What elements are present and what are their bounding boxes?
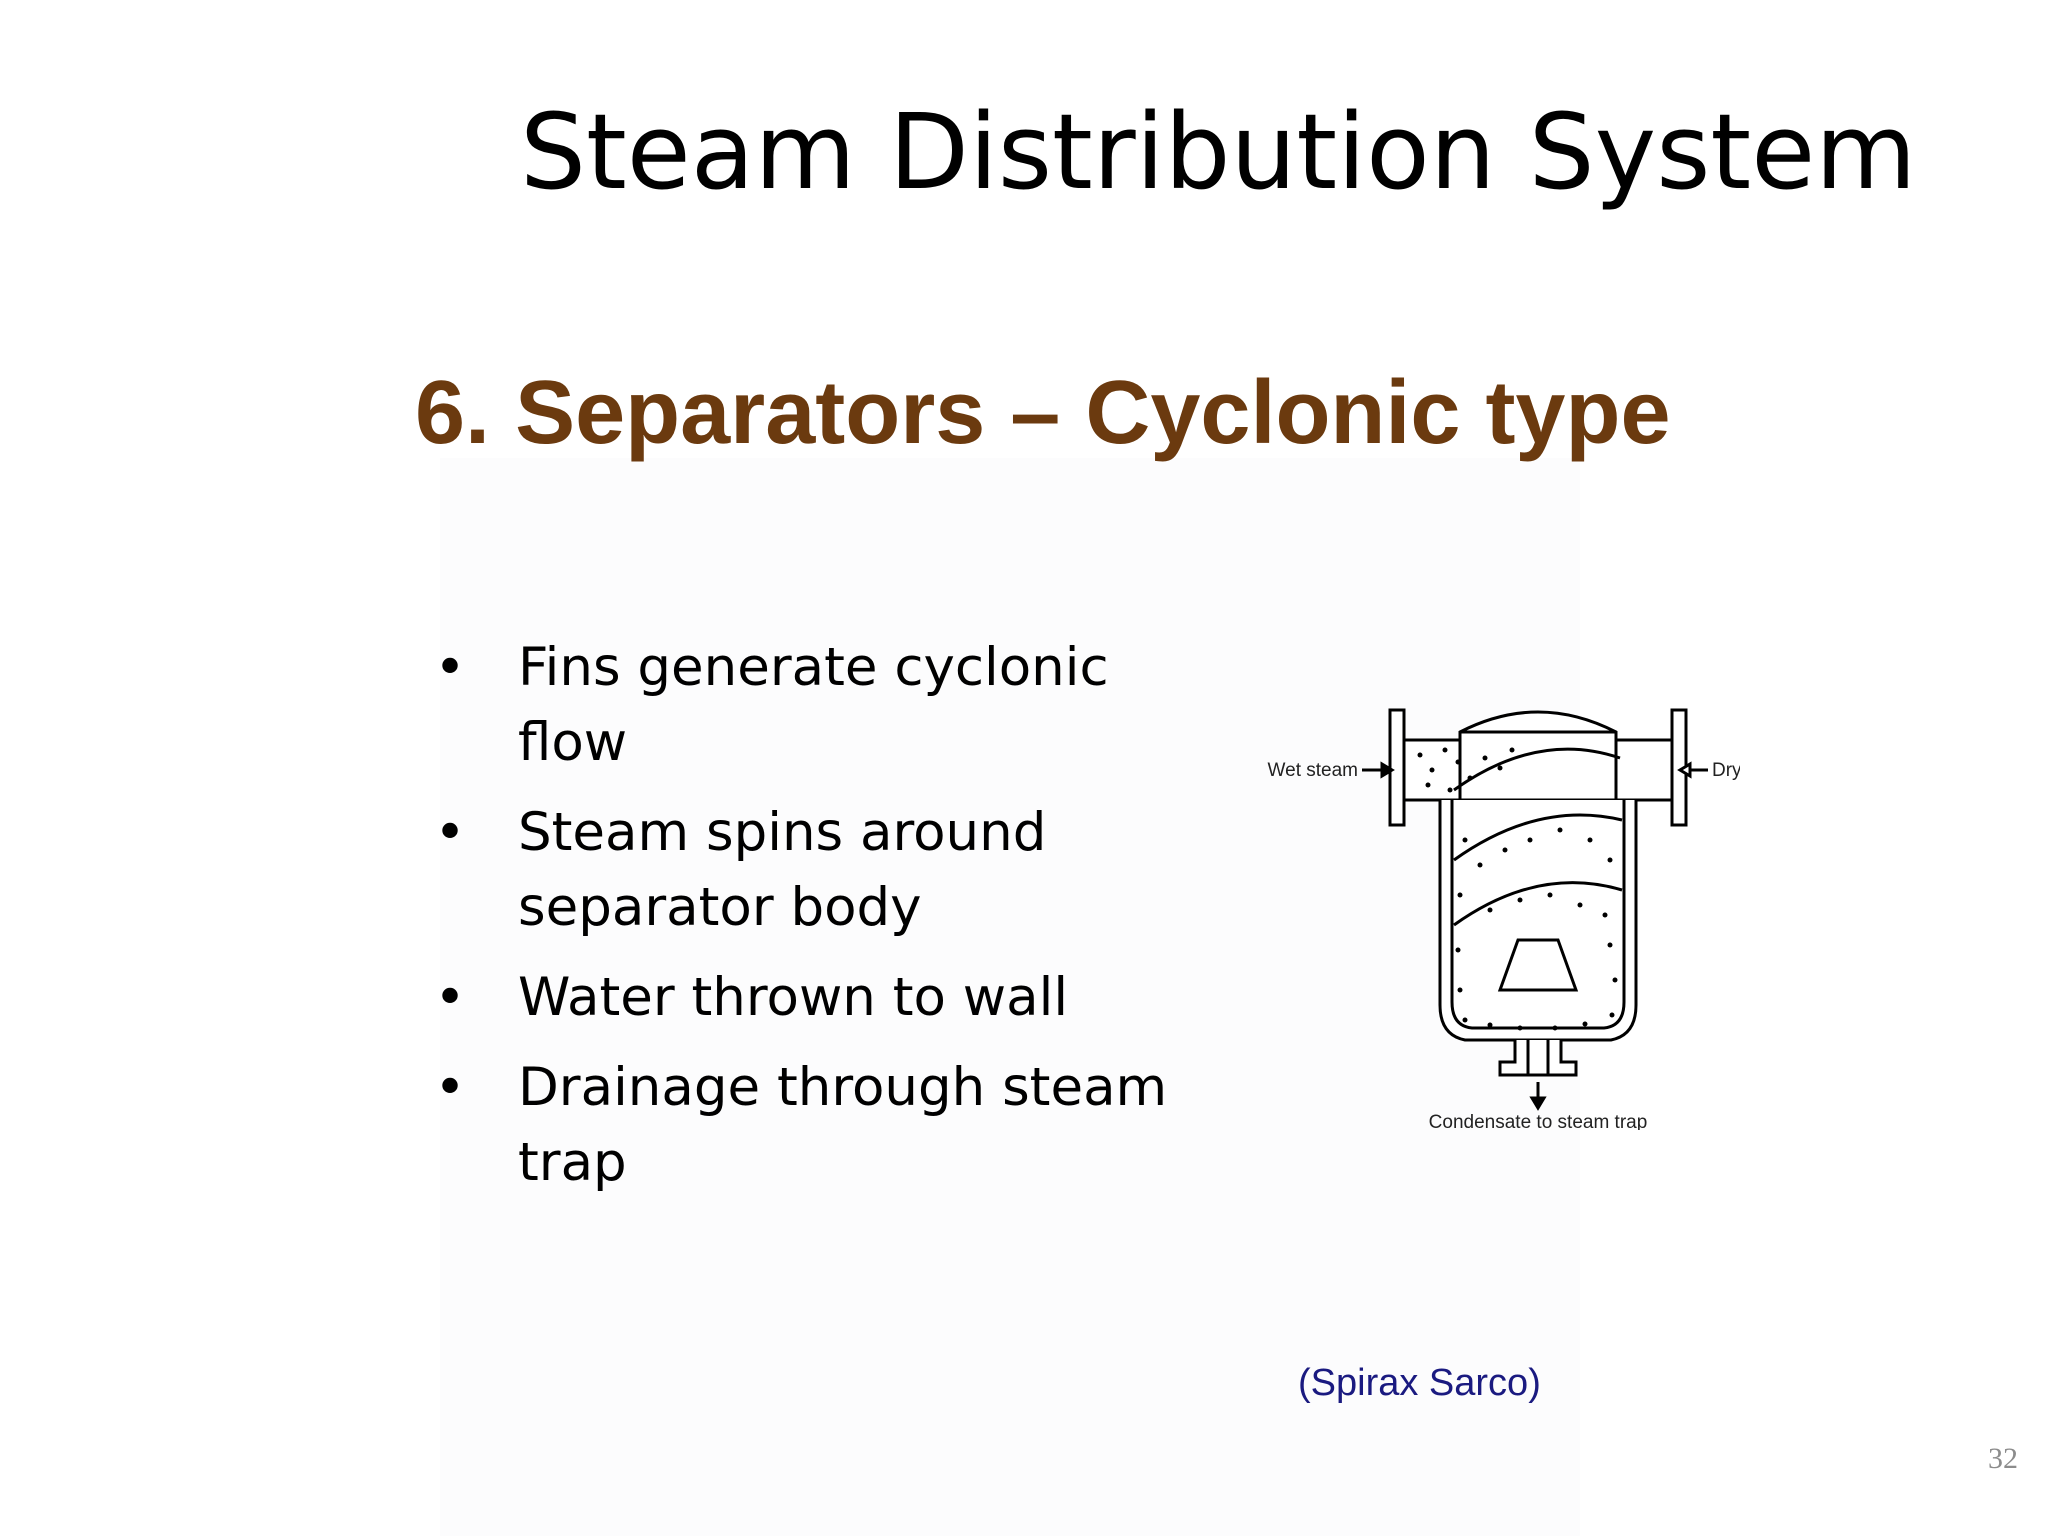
bullet-item: • Fins generate cyclonic flow (430, 630, 1190, 780)
condensate-label: Condensate to steam trap (1429, 1112, 1648, 1130)
bullet-text: Fins generate cyclonic flow (518, 637, 1109, 773)
water-droplets (1417, 747, 1618, 1031)
bullet-item: • Steam spins around separator body (430, 795, 1190, 945)
cyclonic-separator-diagram: Wet steam Dry steam Condensate to steam … (1268, 708, 1740, 1130)
bullet-list: • Fins generate cyclonic flow • Steam spin… (430, 630, 1190, 1215)
flow-arrows (1362, 761, 1708, 1111)
figure-caption: (Spirax Sarco) (1298, 1362, 1541, 1404)
wet-steam-label: Wet steam (1268, 760, 1358, 781)
bullet-marker: • (434, 967, 466, 1028)
section-subtitle: 6. Separators – Cyclonic type (415, 363, 1671, 463)
dry-steam-label: Dry steam (1712, 760, 1740, 781)
bullet-item: • Water thrown to wall (430, 960, 1190, 1035)
bullet-marker: • (434, 1057, 466, 1118)
bullet-text: Water thrown to wall (518, 967, 1069, 1028)
content-panel (440, 458, 1580, 1536)
separator-body (1388, 708, 1688, 1077)
diagram-labels: Wet steam Dry steam Condensate to steam … (1268, 760, 1740, 1130)
slide-title: Steam Distribution System (520, 91, 1917, 213)
page-number: 32 (1988, 1442, 2018, 1475)
bullet-marker: • (434, 802, 466, 863)
bullet-text: Steam spins around separator body (518, 802, 1047, 938)
bullet-marker: • (434, 637, 466, 698)
bullet-text: Drainage through steam trap (518, 1057, 1168, 1193)
cyclonic-fins (1453, 747, 1623, 992)
bullet-item: • Drainage through steam trap (430, 1050, 1190, 1200)
